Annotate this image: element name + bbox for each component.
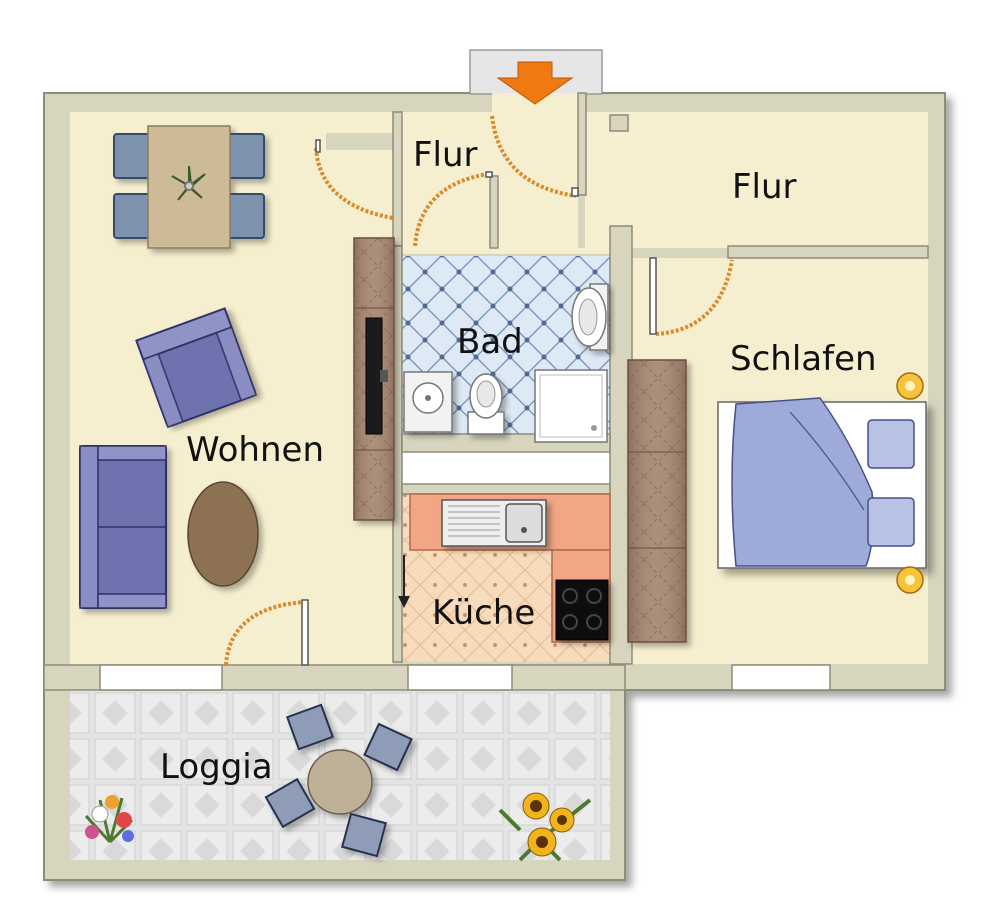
toilet: [467, 373, 505, 435]
shower: [534, 369, 608, 443]
kitchen-sink: [441, 499, 547, 547]
door-leaves: [301, 139, 657, 666]
door-swings: [224, 115, 734, 666]
stove: [555, 579, 609, 641]
loggia-table-set: [264, 703, 413, 858]
room-label-flur-2: Flur: [732, 167, 797, 207]
sofa: [79, 445, 167, 609]
washing-machine: [403, 371, 453, 433]
kitchen-door-marker: [398, 555, 410, 608]
flowers-icon: [84, 795, 134, 844]
room-label-flur-1: Flur: [413, 135, 478, 175]
entrance-arrow-icon: [496, 61, 574, 105]
room-label-schlafen: Schlafen: [730, 339, 877, 379]
lamp-icon: [896, 372, 924, 400]
lamp-icon-2: [896, 566, 924, 594]
room-label-loggia: Loggia: [160, 747, 273, 787]
room-label-bad: Bad: [457, 322, 523, 362]
windows: [99, 664, 831, 691]
armchair: [135, 307, 258, 429]
bed: [717, 397, 927, 569]
sunflowers-icon: [498, 792, 592, 862]
sink: [571, 283, 609, 351]
room-label-kueche: Küche: [432, 593, 535, 633]
wardrobe: [627, 359, 687, 643]
room-label-wohnen: Wohnen: [186, 430, 324, 470]
tv: [365, 317, 388, 435]
coffee-table: [187, 481, 259, 587]
plant-icon: [171, 165, 206, 201]
